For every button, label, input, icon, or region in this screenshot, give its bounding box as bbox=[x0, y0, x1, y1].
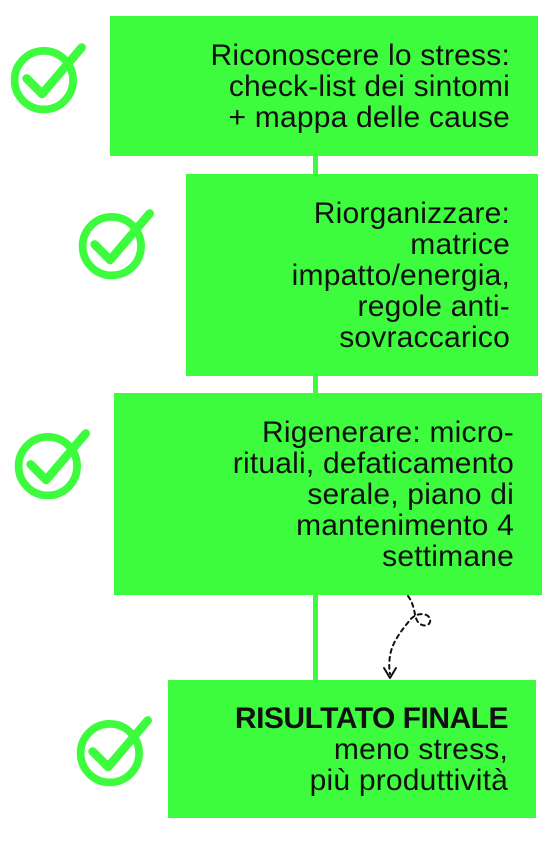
check-circle-icon bbox=[10, 418, 96, 504]
step-box-regenerate: Rigenerare: micro- rituali, defaticament… bbox=[114, 393, 542, 595]
check-circle-icon bbox=[72, 705, 158, 791]
step-text-line: rituali, defaticamento bbox=[232, 446, 514, 480]
step-text-line: settimane bbox=[382, 539, 514, 573]
step-text-line: impatto/energia, bbox=[291, 258, 510, 292]
step-text-line: check-list dei sintomi bbox=[228, 69, 510, 103]
step-text-line: matrice bbox=[410, 227, 510, 261]
step-text-line: + mappa delle cause bbox=[228, 100, 510, 134]
step-text-line: Rigenerare: micro- bbox=[261, 415, 514, 449]
step-box-reorganize: Riorganizzare: matrice impatto/energia, … bbox=[186, 174, 538, 376]
step-text-line: mantenimento 4 bbox=[296, 508, 514, 542]
step-text-line: serale, piano di bbox=[307, 477, 514, 511]
step-text-line: regole anti- bbox=[357, 289, 510, 323]
check-circle-icon bbox=[74, 198, 160, 284]
dashed-loop-arrow-icon bbox=[370, 592, 440, 684]
step-text-line: sovraccarico bbox=[339, 320, 510, 354]
step-text-line: Riorganizzare: bbox=[313, 196, 510, 230]
check-circle-icon bbox=[6, 32, 92, 118]
result-box: RISULTATO FINALE meno stress, più produt… bbox=[168, 680, 536, 818]
result-text-line: più produttività bbox=[309, 763, 508, 797]
step-text-line: Riconoscere lo stress: bbox=[210, 38, 510, 72]
result-text-line: meno stress, bbox=[333, 732, 508, 766]
step-box-recognize: Riconoscere lo stress: check-list dei si… bbox=[110, 16, 538, 156]
result-title: RISULTATO FINALE bbox=[234, 701, 509, 735]
